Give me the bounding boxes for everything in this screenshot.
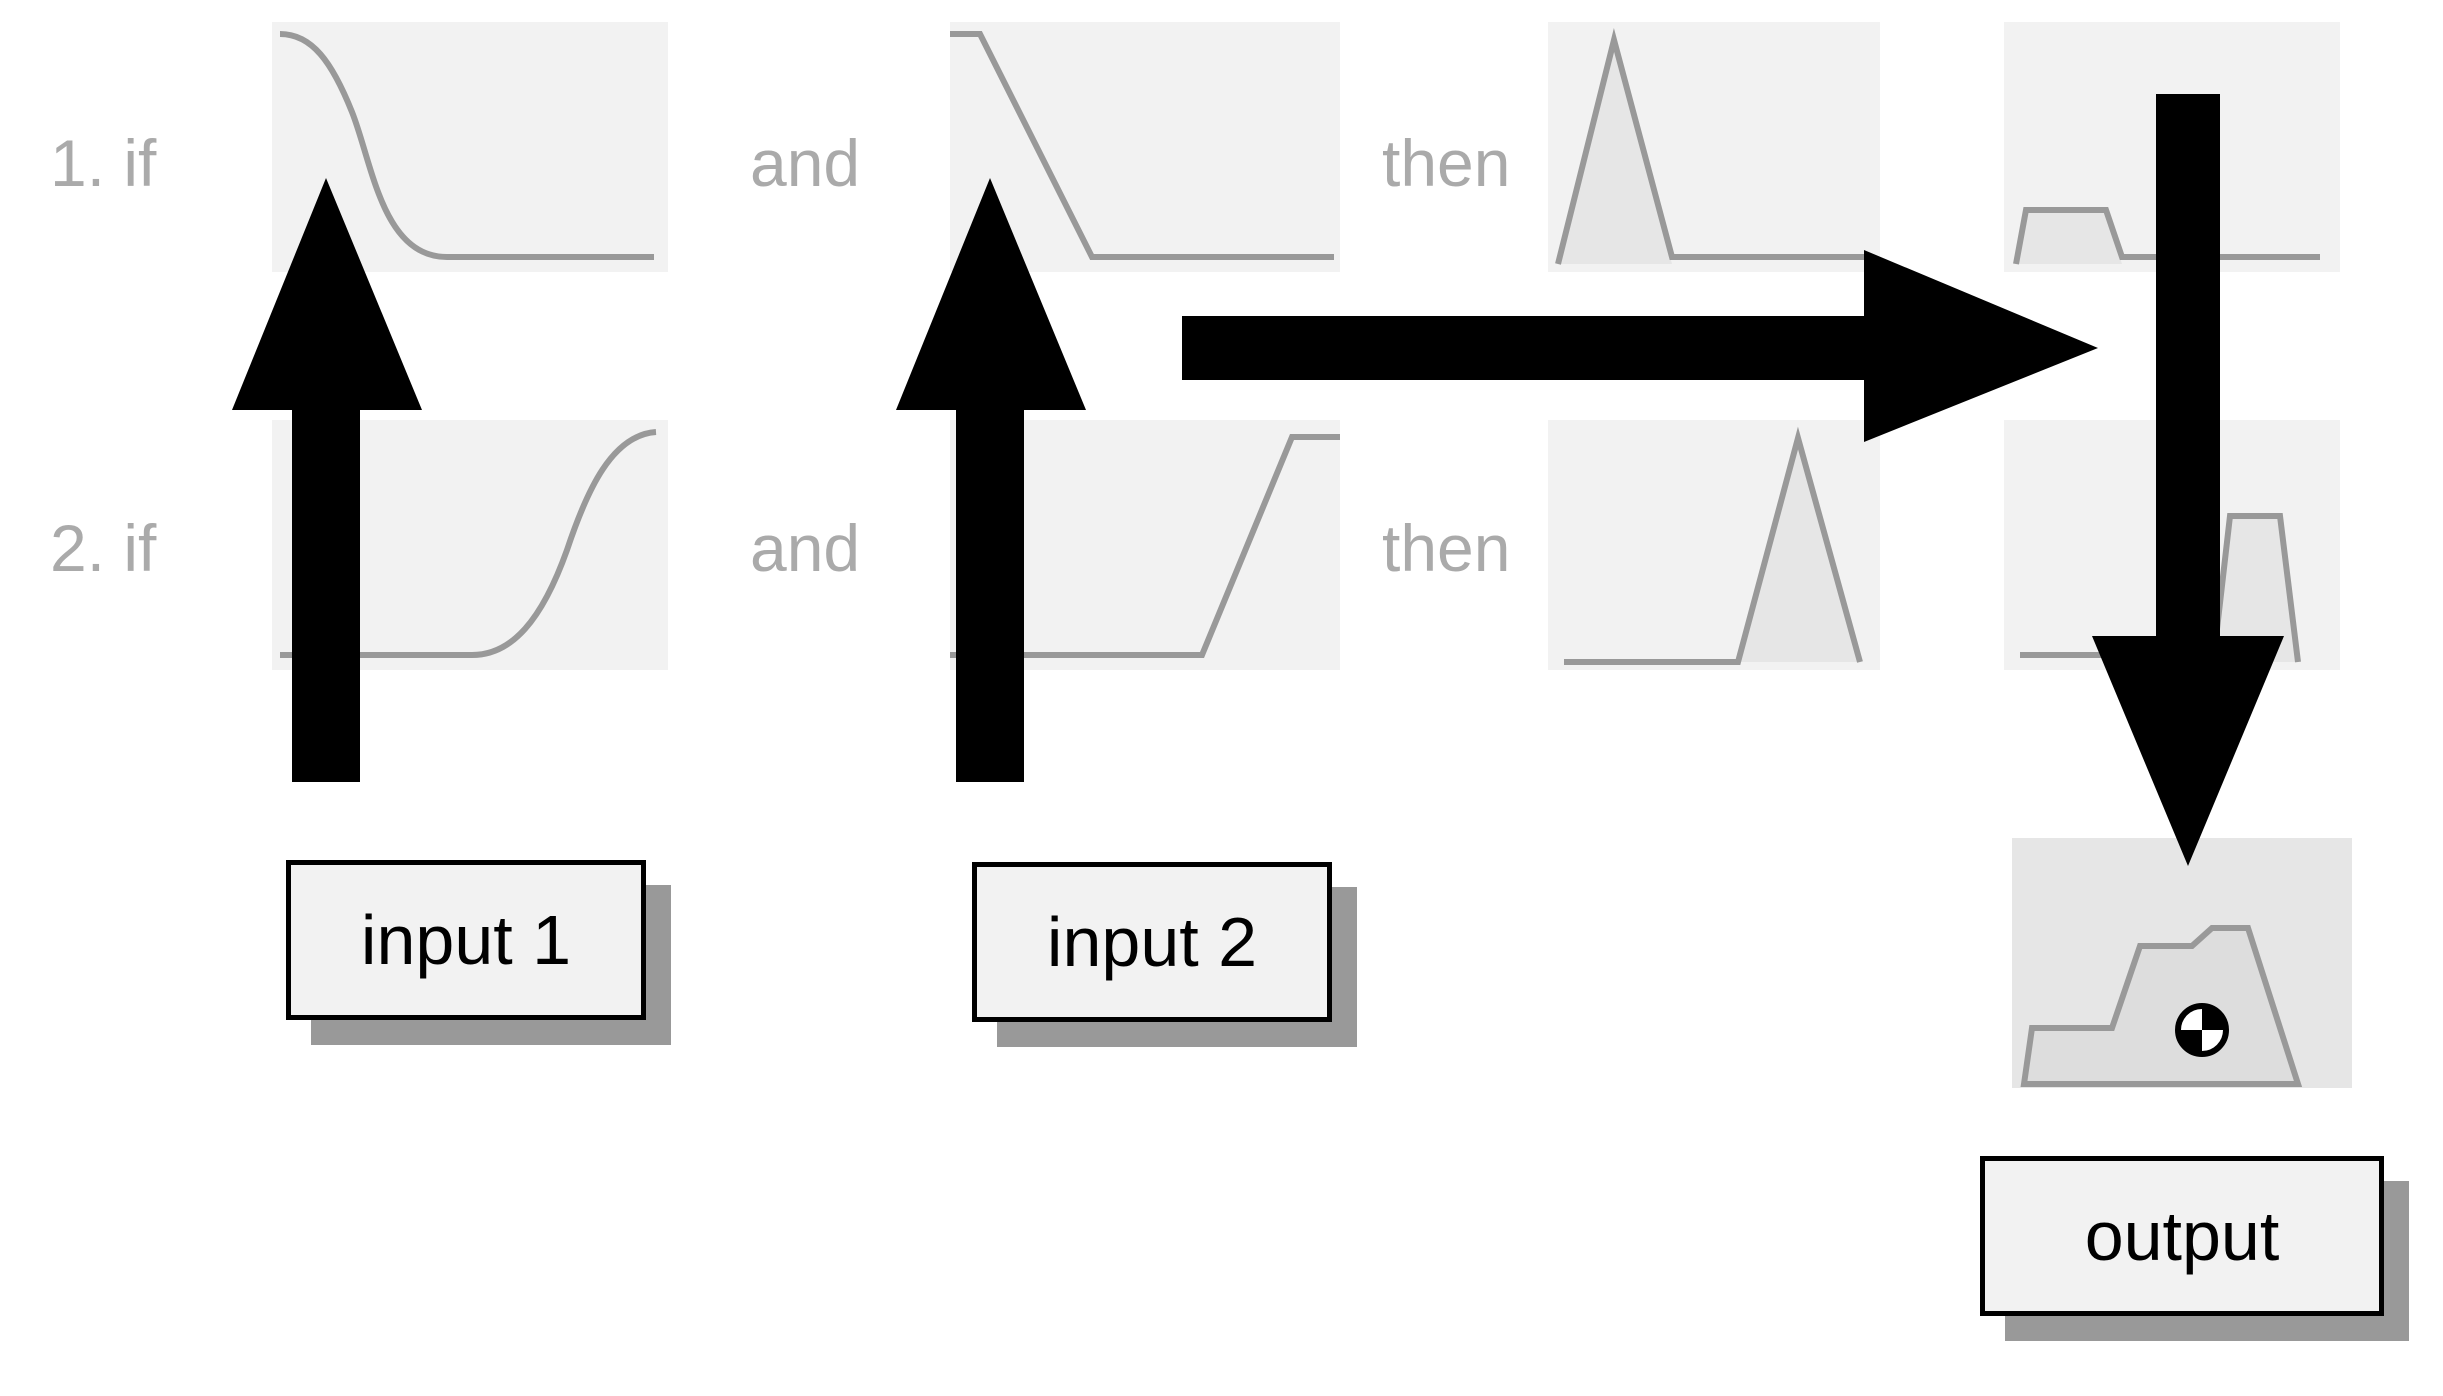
clipped-trapezoid-left-icon [2013,207,2320,265]
s-shape-up-icon [950,434,1340,658]
z-shape-down-icon [950,31,1334,260]
rule-2-consequent-panel [1548,420,1880,670]
rule-1-if-label: 1. if [50,126,157,200]
rule-1-consequent-panel [1548,22,1880,272]
triangle-right-icon [1564,426,1863,665]
rule-1-and-label: and [750,126,861,200]
output-box[interactable]: output [1980,1156,2384,1316]
rule-1-input-2-membership-panel [950,22,1340,272]
rule-2-input-2-membership-panel [950,420,1340,670]
rule-1-input-1-membership-panel [272,22,668,272]
rule-2-and-label: and [750,511,861,585]
rule-1-then-label: then [1382,126,1511,200]
input-1-box[interactable]: input 1 [286,860,646,1020]
rule-2-result-panel [2004,420,2340,670]
rule-to-result-right-arrow-icon [1182,250,2098,442]
input-2-box[interactable]: input 2 [972,862,1332,1022]
rule-2-input-1-membership-panel [272,420,668,670]
s-curve-down-icon [279,31,654,260]
rule-2-if-label: 2. if [50,511,157,585]
rule-2-then-label: then [1382,511,1511,585]
clipped-trapezoid-right-icon [2020,513,2301,663]
triangle-left-icon [1555,28,1870,265]
s-curve-up-icon [280,429,657,658]
aggregated-shape-icon [2020,925,2303,1087]
centroid-marker-icon [2175,1003,2229,1057]
rule-1-result-panel [2004,22,2340,272]
aggregated-output-panel [2012,838,2352,1088]
